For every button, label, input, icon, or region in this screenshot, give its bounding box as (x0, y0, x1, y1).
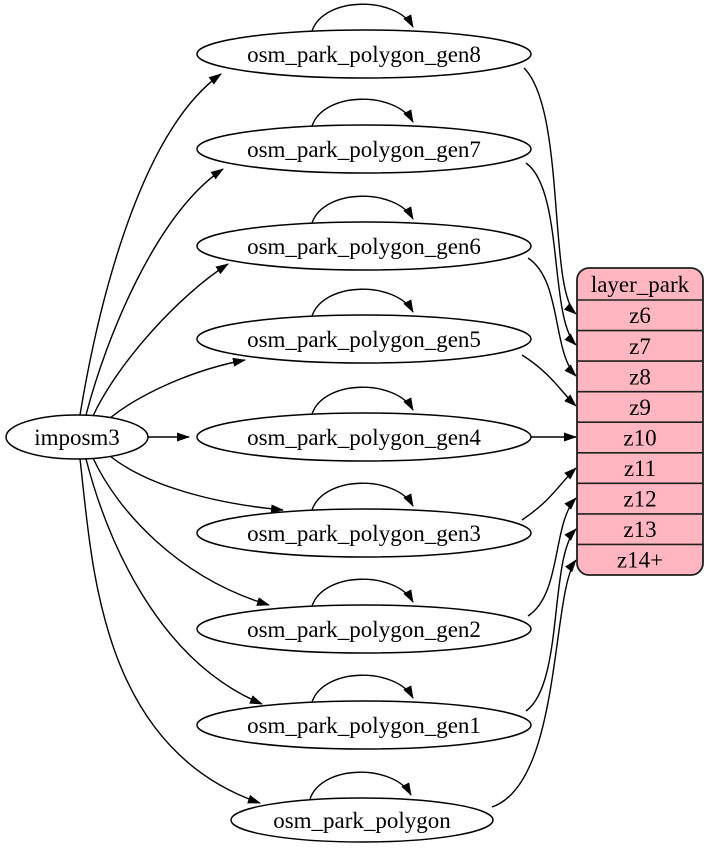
node-osm-park-polygon-gen8: osm_park_polygon_gen8 (196, 29, 532, 79)
layer-park-title: layer_park (591, 272, 690, 297)
layer-park-row-z7: z7 (629, 334, 651, 359)
node-label: osm_park_polygon_gen7 (247, 137, 481, 162)
layer-park-row-z9: z9 (629, 395, 651, 420)
node-shape (196, 412, 532, 462)
edge-gen3-to-z11 (521, 467, 577, 521)
edge-imposm3-to-gen6 (92, 263, 229, 417)
edge-gen6-to-z8 (527, 257, 577, 377)
edge-imposm3-to-gen3 (109, 455, 284, 514)
edge-gen1-to-z13 (525, 528, 577, 712)
node-label: osm_park_polygon_gen8 (247, 42, 481, 67)
node-shape (230, 797, 494, 843)
node-shape (196, 508, 532, 558)
layer-park-node: layer_park z6 z7 z8 z9 z10 z11 z12 z13 z… (576, 267, 704, 576)
edge-imposm3-to-gen5 (109, 357, 246, 419)
edge-imposm3-to-gen7 (85, 168, 224, 416)
self-loop-polygon (309, 771, 412, 800)
edge-polygon-to-z14 (491, 559, 577, 808)
edge-imposm3-to-gen1 (85, 458, 263, 705)
self-loop-gen7 (311, 98, 414, 127)
node-shape (196, 124, 532, 174)
node-label: osm_park_polygon_gen3 (247, 521, 481, 546)
edges-from-source (79, 73, 284, 804)
self-loop-gen8 (311, 3, 414, 32)
node-osm-park-polygon-gen1: osm_park_polygon_gen1 (196, 700, 532, 750)
node-osm-park-polygon-gen6: osm_park_polygon_gen6 (196, 221, 532, 271)
edge-gen8-to-z6 (523, 67, 577, 315)
edge-imposm3-to-gen2 (92, 457, 270, 606)
node-shape (196, 29, 532, 79)
self-loop-gen5 (311, 288, 414, 317)
edge-imposm3-to-polygon (79, 458, 261, 804)
node-label: osm_park_polygon (273, 808, 451, 833)
node-osm-park-polygon-gen5: osm_park_polygon_gen5 (196, 314, 532, 364)
self-loop-gen4 (311, 386, 414, 415)
layer-park-row-z8: z8 (629, 365, 651, 390)
node-osm-park-polygon-gen4: osm_park_polygon_gen4 (196, 412, 532, 462)
node-shape (196, 314, 532, 364)
node-label: osm_park_polygon_gen1 (247, 713, 481, 738)
layer-park-row-z11: z11 (624, 456, 656, 481)
node-osm-park-polygon-gen7: osm_park_polygon_gen7 (196, 124, 532, 174)
self-loop-gen3 (311, 482, 414, 511)
node-imposm3-shape (5, 414, 149, 460)
layer-park-row-z10: z10 (623, 426, 656, 451)
self-loops (309, 3, 414, 800)
node-label: osm_park_polygon_gen6 (247, 234, 481, 259)
node-label: imposm3 (34, 425, 120, 450)
edge-gen2-to-z12 (527, 497, 577, 617)
node-imposm3: imposm3 (5, 414, 149, 460)
node-osm-park-polygon: osm_park_polygon (230, 797, 494, 843)
layer-park-row-z6: z6 (629, 303, 651, 328)
self-loop-gen6 (311, 195, 414, 224)
self-loop-gen1 (311, 674, 414, 703)
node-shape (196, 221, 532, 271)
node-osm-park-polygon-gen2: osm_park_polygon_gen2 (196, 604, 532, 654)
node-osm-park-polygon-gen3: osm_park_polygon_gen3 (196, 508, 532, 558)
self-loop-gen2 (311, 578, 414, 607)
node-label: osm_park_polygon_gen5 (247, 327, 481, 352)
layer-park-row-z12: z12 (623, 487, 656, 512)
node-label: osm_park_polygon_gen2 (247, 617, 481, 642)
layer-park-row-z13: z13 (623, 517, 656, 542)
node-shape (196, 700, 532, 750)
edge-imposm3-to-gen8 (79, 73, 222, 416)
edge-gen7-to-z7 (525, 162, 577, 346)
node-label: osm_park_polygon_gen4 (247, 425, 481, 450)
node-shape (196, 604, 532, 654)
layer-park-row-z14: z14+ (617, 548, 663, 573)
edges-to-layer (491, 67, 577, 808)
edge-gen5-to-z9 (521, 354, 577, 407)
